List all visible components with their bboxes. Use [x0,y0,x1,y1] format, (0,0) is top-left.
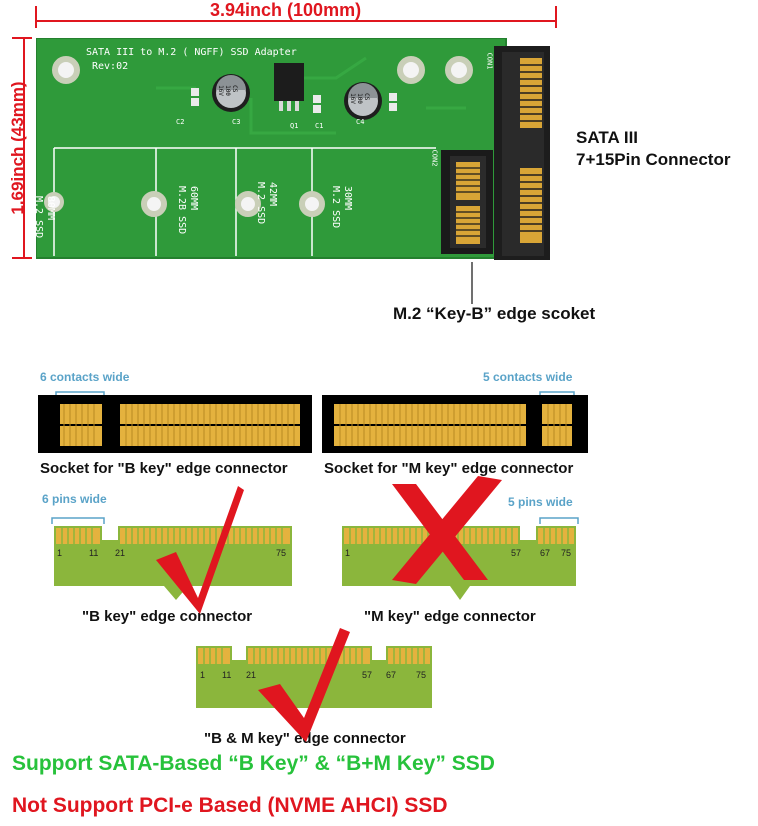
b-pin-1: 1 [57,548,63,558]
not-support-note: Not Support PCI-e Based (NVME AHCI) SSD [12,794,448,817]
bm-check-mark-icon [258,628,350,742]
m-pin-1: 1 [345,548,351,558]
m-cross-mark-icon [392,476,502,584]
socket-diagrams [38,391,588,453]
m-pin-67: 67 [540,548,551,558]
m-pin-57: 57 [511,548,522,558]
pcb-board [36,38,550,260]
b-connector-width-note: 6 pins wide [42,492,107,506]
m2-socket-callout: M.2 “Key-B” edge scoket [393,304,596,323]
b-check-mark-icon [156,486,244,614]
silk-c2: C2 [176,118,185,126]
m-socket-width-note: 5 contacts wide [483,370,573,384]
b-socket-label: Socket for "B key" edge connector [40,460,288,477]
m-pin-75: 75 [561,548,572,558]
silk-c1: C1 [315,122,324,130]
width-dimension-label: 3.94inch (100mm) [210,0,362,20]
silk-c3: C3 [232,118,241,126]
b-pin-75: 75 [276,548,287,558]
pcb-title: SATA III to M.2 ( NGFF) SSD Adapter [86,47,297,58]
b-connector-label: "B key" edge connector [82,608,253,625]
support-note: Support SATA-Based “B Key” & “B+M Key” S… [12,752,495,775]
bm-pin-11: 11 [222,670,232,680]
bm-pin-75: 75 [416,670,427,680]
b-socket-width-note: 6 contacts wide [40,370,130,384]
sata-callout-line2: 7+15Pin Connector [576,150,731,169]
b-pin-21: 21 [115,548,126,558]
bm-pin-21: 21 [246,670,257,680]
bm-pin-57: 57 [362,670,373,680]
m-socket-label: Socket for "M key" edge connector [324,460,574,477]
bm-pin-1: 1 [200,670,206,680]
b-pin-11: 11 [89,548,99,558]
silk-q1: Q1 [290,122,299,130]
pcb-rev: Rev:02 [92,61,129,72]
m-connector-width-note: 5 pins wide [508,495,573,509]
bm-pin-67: 67 [386,670,397,680]
sata-callout-line1: SATA III [576,128,639,147]
callout-leader [471,262,473,304]
silk-c4: C4 [356,118,365,126]
m-connector-label: "M key" edge connector [364,608,536,625]
